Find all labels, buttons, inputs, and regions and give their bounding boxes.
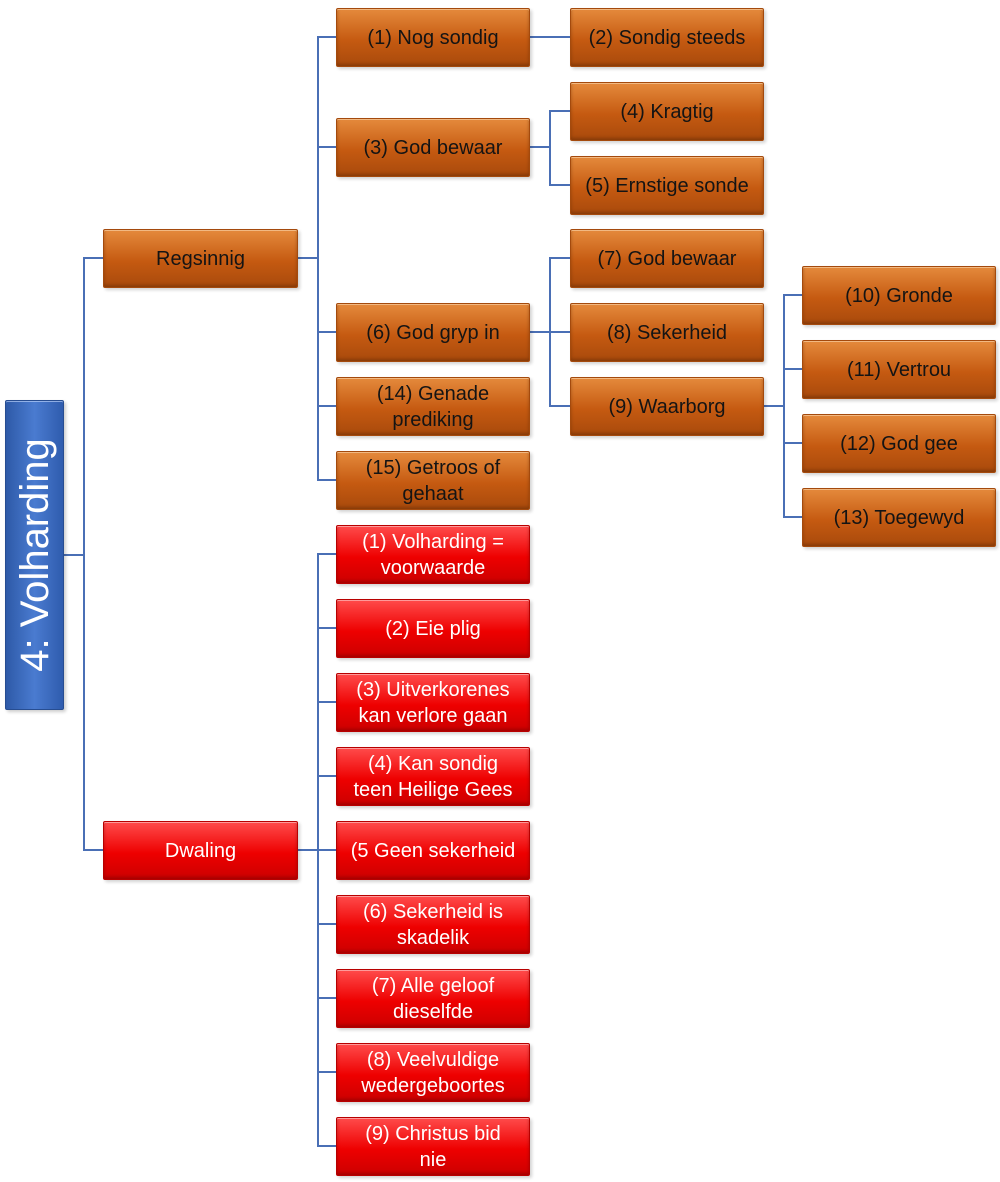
dwaling-item: (8) Veelvuldige wedergeboortes	[336, 1043, 530, 1102]
dwaling-item: (7) Alle geloof dieselfde	[336, 969, 530, 1028]
dwaling-item: (5 Geen sekerheid	[336, 821, 530, 880]
node-toegewyd: (13) Toegewyd	[802, 488, 996, 547]
dwaling-item: (6) Sekerheid is skadelik	[336, 895, 530, 954]
branch-dwaling: Dwaling	[103, 821, 298, 880]
dwaling-item: (2) Eie plig	[336, 599, 530, 658]
node-god-bewaar: (3) God bewaar	[336, 118, 530, 177]
node-kragtig: (4) Kragtig	[570, 82, 764, 141]
node-god-bewaar-2: (7) God bewaar	[570, 229, 764, 288]
node-gronde: (10) Gronde	[802, 266, 996, 325]
node-god-gee: (12) God gee	[802, 414, 996, 473]
dwaling-item: (3) Uitverkorenes kan verlore gaan	[336, 673, 530, 732]
node-genade-prediking: (14) Genade prediking	[336, 377, 530, 436]
dwaling-item: (1) Volharding = voorwaarde	[336, 525, 530, 584]
node-ernstige-sonde: (5) Ernstige sonde	[570, 156, 764, 215]
node-god-gryp-in: (6) God gryp in	[336, 303, 530, 362]
node-sekerheid: (8) Sekerheid	[570, 303, 764, 362]
node-sondig-steeds: (2) Sondig steeds	[570, 8, 764, 67]
dwaling-item: (9) Christus bid nie	[336, 1117, 530, 1176]
dwaling-item: (4) Kan sondig teen Heilige Gees	[336, 747, 530, 806]
node-waarborg: (9) Waarborg	[570, 377, 764, 436]
node-nog-sondig: (1) Nog sondig	[336, 8, 530, 67]
root-label: 4: Volharding	[12, 438, 57, 672]
root-node: 4: Volharding	[5, 400, 64, 710]
node-getroos-of-gehaat: (15) Getroos of gehaat	[336, 451, 530, 510]
node-vertrou: (11) Vertrou	[802, 340, 996, 399]
branch-regsinnig: Regsinnig	[103, 229, 298, 288]
